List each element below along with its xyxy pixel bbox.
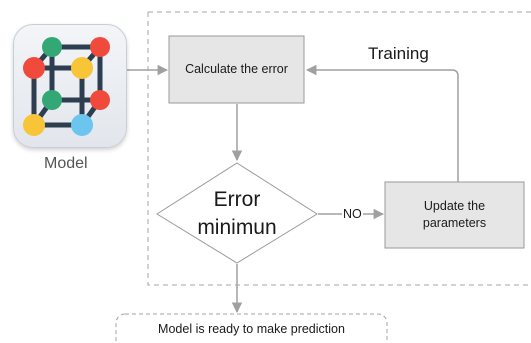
molecular-structure-icon <box>23 37 110 136</box>
model-label: Model <box>44 155 88 172</box>
no-branch-label: NO <box>342 207 363 221</box>
model-icon-tile <box>13 24 127 148</box>
update-parameters-box <box>384 181 525 249</box>
update-label-line2: parameters <box>422 216 487 230</box>
training-loop-arrow <box>305 64 459 182</box>
training-label: Training <box>368 44 429 63</box>
update-label-line1: Update the <box>423 199 486 213</box>
result-label: Model is ready to make prediction <box>158 322 345 336</box>
result-box <box>115 313 388 343</box>
calculate-error-label: Calculate the error <box>185 62 288 76</box>
training-frame <box>147 11 531 286</box>
calculate-error-box <box>168 35 305 104</box>
decision-label-line2: minimun <box>197 216 277 239</box>
error-minimum-decision <box>156 162 318 264</box>
decision-label-line1: Error <box>213 188 261 211</box>
